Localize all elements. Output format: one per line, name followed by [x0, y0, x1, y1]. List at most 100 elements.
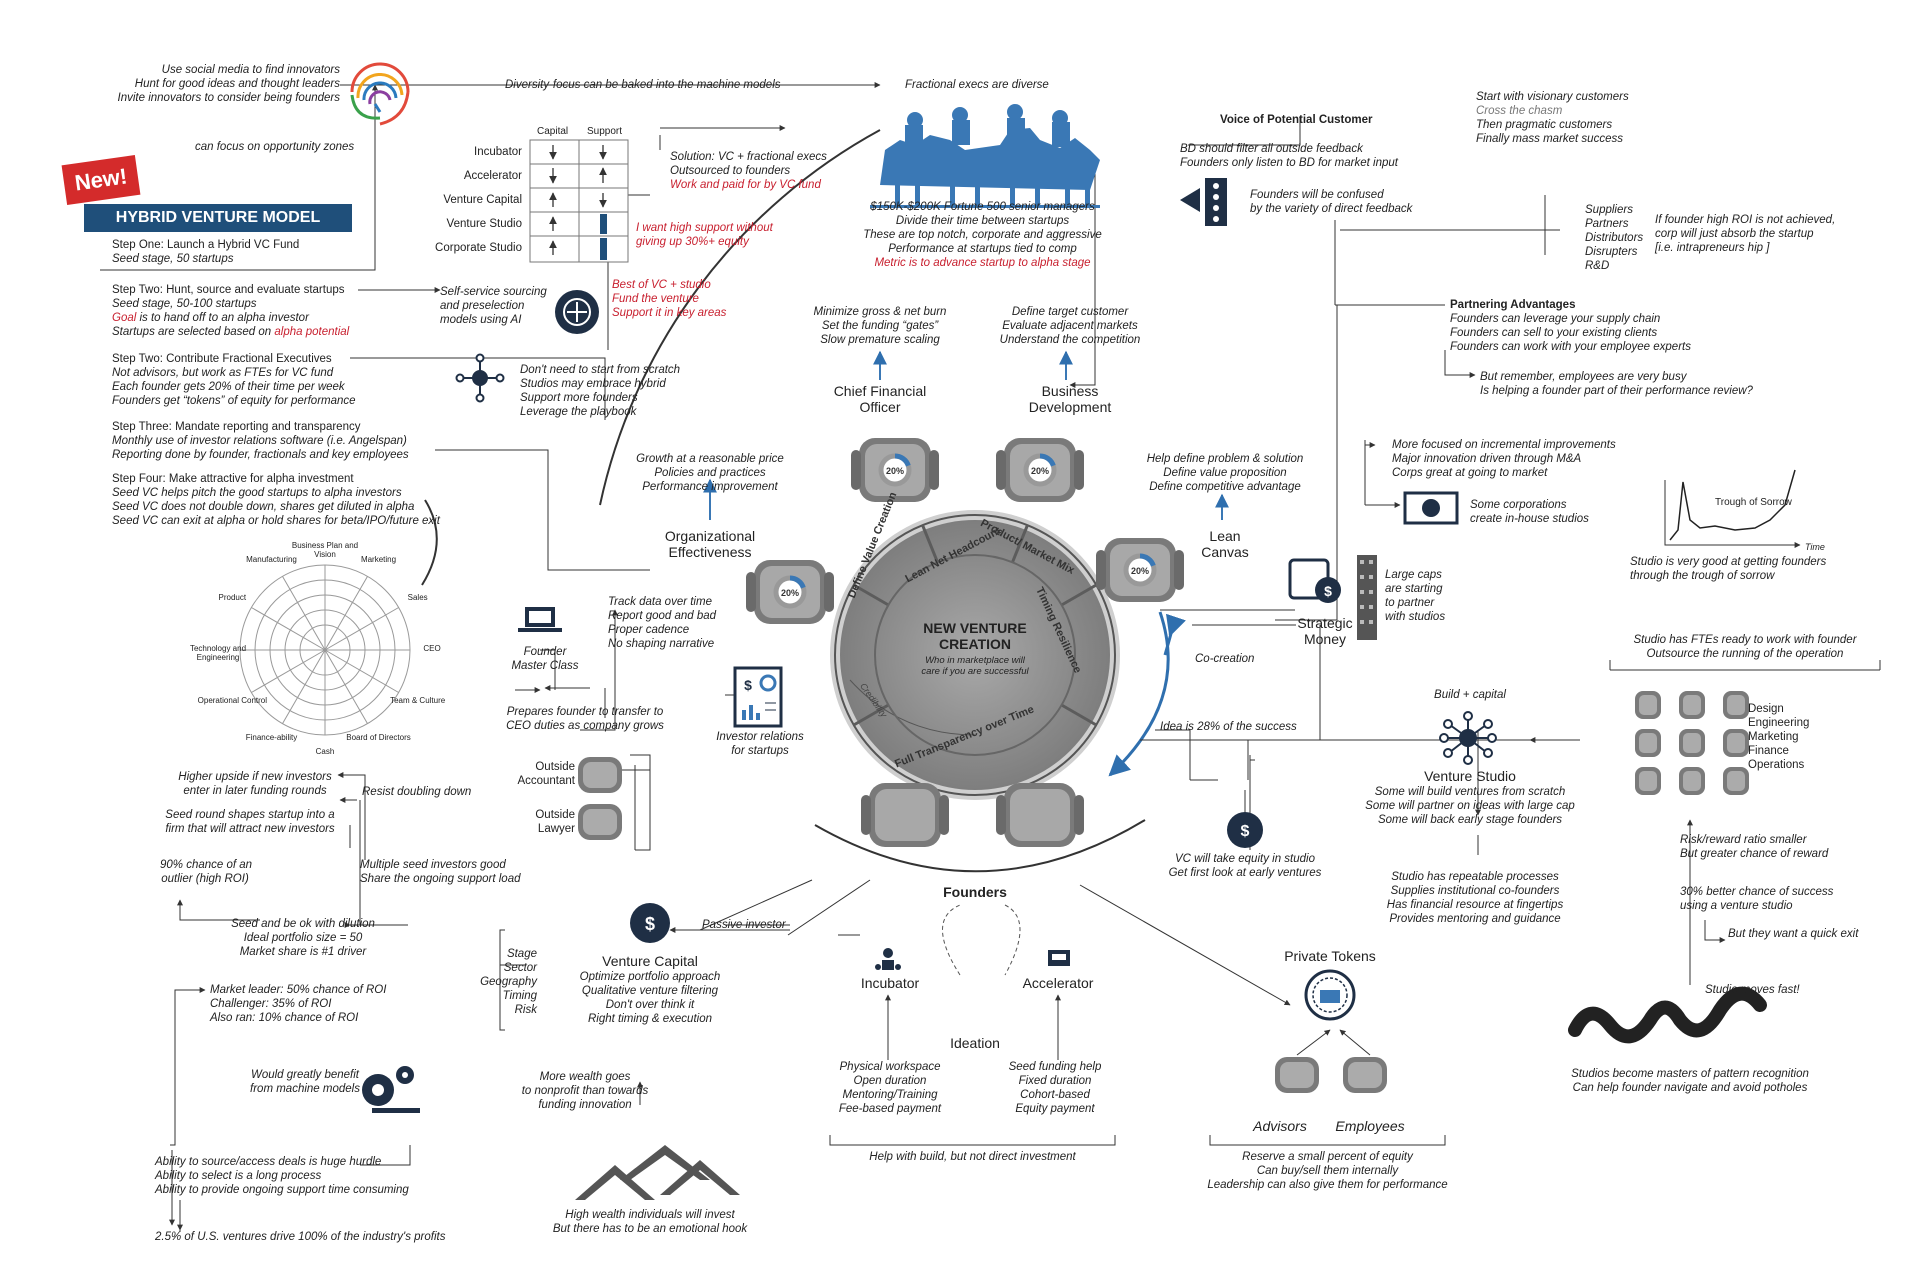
wheel-label: Board of Directors: [346, 733, 411, 743]
skyscraper-icon: [1357, 555, 1377, 640]
diversity-note: Diversity-focus can be baked into the ma…: [505, 79, 781, 91]
venture-studio-label: Venture Studio: [1424, 768, 1516, 784]
wheel-label: Product: [218, 592, 247, 602]
team-chair: [1679, 767, 1705, 795]
in-house-studio-icon: [1403, 491, 1459, 525]
strategic-money-icon: $: [1288, 558, 1341, 603]
wheel-label: Technology and Engineering: [189, 644, 247, 662]
advisors-label: Advisors: [1253, 1118, 1307, 1134]
help-build-note: Help with build, but not direct investme…: [869, 1151, 1076, 1163]
chair-percent: 20%: [1131, 566, 1149, 576]
houses-icon: [575, 1145, 740, 1200]
matrix-row-vc: Venture Capital: [443, 194, 522, 206]
wheel-label: Team & Culture: [390, 695, 446, 705]
team-chair: [1723, 729, 1749, 757]
wheel-label: Operational Control: [197, 695, 268, 705]
ai-brain-icon: [555, 290, 599, 334]
founder-spider-wheel: [239, 564, 411, 736]
opportunity-zones-note: can focus on opportunity zones: [195, 141, 355, 153]
passive-investor-note: Passive investor: [702, 919, 786, 931]
fingerprint-icon: [350, 62, 410, 126]
gears-icon: [362, 1066, 420, 1113]
fractional-diverse-note: Fractional execs are diverse: [905, 79, 1049, 91]
step5-block: Step Four: Make attractive for alpha inv…: [112, 473, 440, 527]
matrix-row-studio: Venture Studio: [446, 218, 522, 230]
network-hub-icon: [455, 353, 505, 403]
chair: [1275, 1057, 1319, 1093]
chair: 20%: [746, 560, 834, 624]
accelerator-label: Accelerator: [1022, 975, 1094, 991]
private-token-icon: [1304, 969, 1356, 1021]
wheel-label: Business Plan and Vision: [291, 541, 359, 559]
venture-capital-money-icon: $: [630, 903, 670, 943]
upper-arc: [599, 129, 881, 506]
quick-exit-note: But they want a quick exit: [1728, 928, 1859, 940]
fractional-execs-horsemen-icon: [870, 104, 1100, 208]
incubator-label: Incubator: [860, 975, 920, 991]
roi-absorb-note: If founder high ROI is not achieved,corp…: [1655, 214, 1836, 254]
master-class-laptop-icon: [518, 607, 562, 632]
team-chair: [1635, 767, 1661, 795]
team-chair: [1635, 729, 1661, 757]
matrix-row-corporate: Corporate Studio: [435, 242, 522, 254]
private-tokens-label: Private Tokens: [1284, 948, 1376, 964]
ideation-label: Ideation: [950, 1035, 1000, 1051]
studio-equity-money-icon: $: [1227, 812, 1263, 848]
accelerator-icon: [1048, 950, 1070, 966]
cocreation-label: Co-creation: [1195, 653, 1255, 665]
two-five-pct-note: 2.5% of U.S. ventures drive 100% of the …: [155, 1231, 446, 1243]
founders-arc: [814, 819, 1146, 873]
build-capital-label: Build + capital: [1434, 689, 1506, 701]
team-chair: [1723, 691, 1749, 719]
wheel-label: Finance-ability: [245, 733, 298, 743]
pattern-note: Studios become masters of pattern recogn…: [1571, 1068, 1809, 1094]
step1-block: Step One: Launch a Hybrid VC Fund Seed s…: [112, 239, 300, 265]
incremental-note: More focused on incremental improvements…: [1392, 439, 1616, 479]
svg-text:$: $: [1241, 823, 1250, 840]
chair: [578, 804, 622, 840]
chair-percent: 20%: [886, 466, 904, 476]
idea-pct-note: Idea is 28% of the success: [1160, 721, 1297, 733]
chair: 20%: [996, 438, 1084, 502]
step3-block: Step Two: Contribute Fractional Executiv…: [112, 353, 356, 407]
studio-ftes-note: Studio has FTEs ready to work with found…: [1633, 634, 1857, 660]
matrix-row-incubator: Incubator: [474, 146, 522, 158]
chair: [1343, 1057, 1387, 1093]
voice-title: Voice of Potential Customer: [1220, 114, 1373, 126]
wheel-label: Manufacturing: [246, 554, 297, 564]
